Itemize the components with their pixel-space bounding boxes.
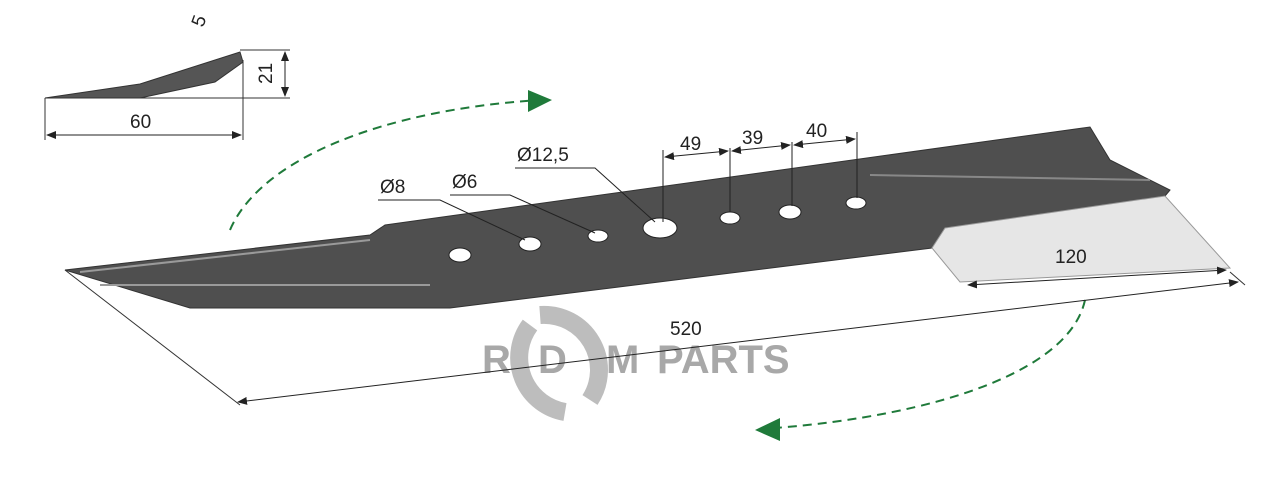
spacing-39-label: 39 bbox=[742, 128, 763, 149]
hole-d8 bbox=[448, 247, 472, 263]
watermark-letter-r: R bbox=[482, 338, 511, 382]
hole bbox=[778, 204, 802, 220]
arrowhead-icon bbox=[528, 90, 552, 112]
profile-height-label: 21 bbox=[256, 63, 277, 84]
hole-d6 bbox=[587, 229, 609, 243]
watermark-letter-m: M bbox=[606, 338, 639, 382]
rotation-arrow-top bbox=[229, 99, 541, 231]
spacing-40-label: 40 bbox=[806, 121, 827, 142]
blade-profile: 60 21 5 bbox=[44, 13, 290, 140]
arrowhead-icon bbox=[755, 418, 780, 441]
hole bbox=[719, 211, 741, 225]
total-length-label: 520 bbox=[670, 319, 702, 340]
watermark-logo: R D M PARTS bbox=[482, 305, 790, 421]
profile-angle-label: 5 bbox=[188, 13, 211, 30]
blade bbox=[64, 126, 1232, 309]
hole-d12 bbox=[642, 217, 678, 239]
watermark-text: PARTS bbox=[657, 338, 790, 382]
profile-width-label: 60 bbox=[130, 112, 151, 133]
watermark-letter-d: D bbox=[538, 338, 567, 382]
hole-d6-label: Ø6 bbox=[452, 172, 477, 193]
hole-d12-label: Ø12,5 bbox=[517, 145, 569, 166]
hole bbox=[845, 196, 867, 210]
spacing-49-label: 49 bbox=[680, 134, 701, 155]
hole-d8-label: Ø8 bbox=[380, 177, 405, 198]
cutting-edge-length-label: 120 bbox=[1055, 247, 1087, 268]
hole-d8 bbox=[518, 236, 542, 252]
